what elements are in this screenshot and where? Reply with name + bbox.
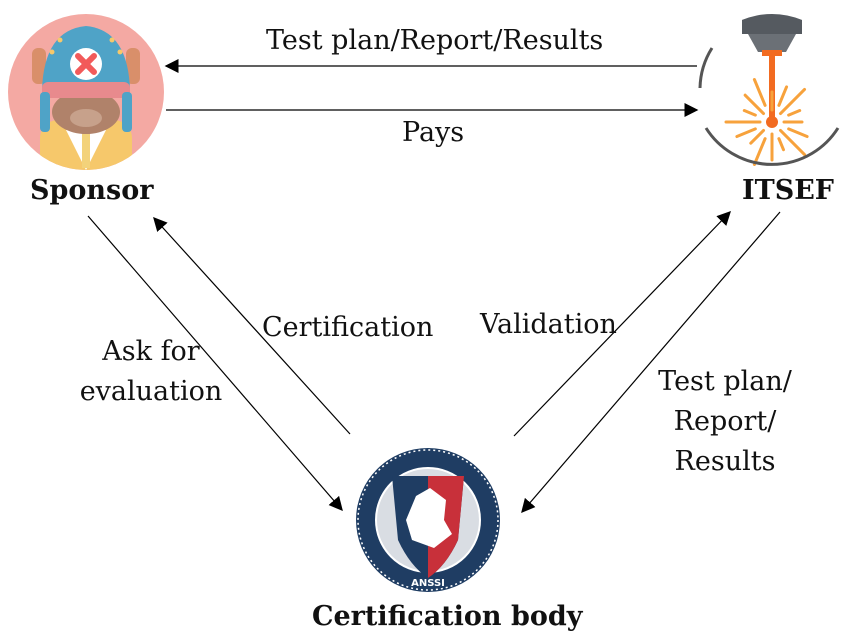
spark-line [778,128,807,157]
spark-line [742,109,757,117]
spark-line [777,137,785,152]
edge-cert-to-sponsor [153,216,351,435]
edge-label-line: Results [674,446,776,477]
itsef-label: ITSEF [742,175,834,206]
edge-label-line: Ask for [102,336,200,367]
edge-cert-to-itsef [513,210,731,437]
edge-label-sponsor-to-itsef: Pays [402,117,465,148]
laser-beam-icon [694,14,850,170]
spark-line [735,127,757,139]
chopper-avatar-icon [8,14,164,170]
edge-label-itsef-to-sponsor: Test plan/Report/Results [266,25,604,56]
spark-line [777,85,789,107]
spark-line [752,137,767,166]
seal-text: ANSSI [411,578,445,589]
spark-line [749,128,766,145]
edge-label-cert-to-itsef: Validation [480,309,617,340]
edge-label-line: evaluation [79,376,223,407]
edge-label-sponsor-to-cert: Ask for evaluation [66,332,236,412]
spark-line [787,127,809,139]
spark-line [743,93,766,116]
edge-label-cert-to-sponsor: Certification [262,312,434,343]
edge-label-line: Report/ [673,406,777,437]
edge-sponsor-to-cert [87,215,343,512]
spark-line [778,87,807,116]
edge-label-itsef-to-cert: Test plan/ Report/ Results [650,362,800,482]
spark-line [787,109,802,117]
certification-body-label: Certification body [312,601,583,632]
spark-line [752,78,767,107]
edge-itsef-to-cert [521,211,781,514]
edge-label-line: Test plan/ [658,366,792,397]
sponsor-label: Sponsor [30,175,154,206]
anssi-seal-icon: ANSSI [356,448,500,592]
